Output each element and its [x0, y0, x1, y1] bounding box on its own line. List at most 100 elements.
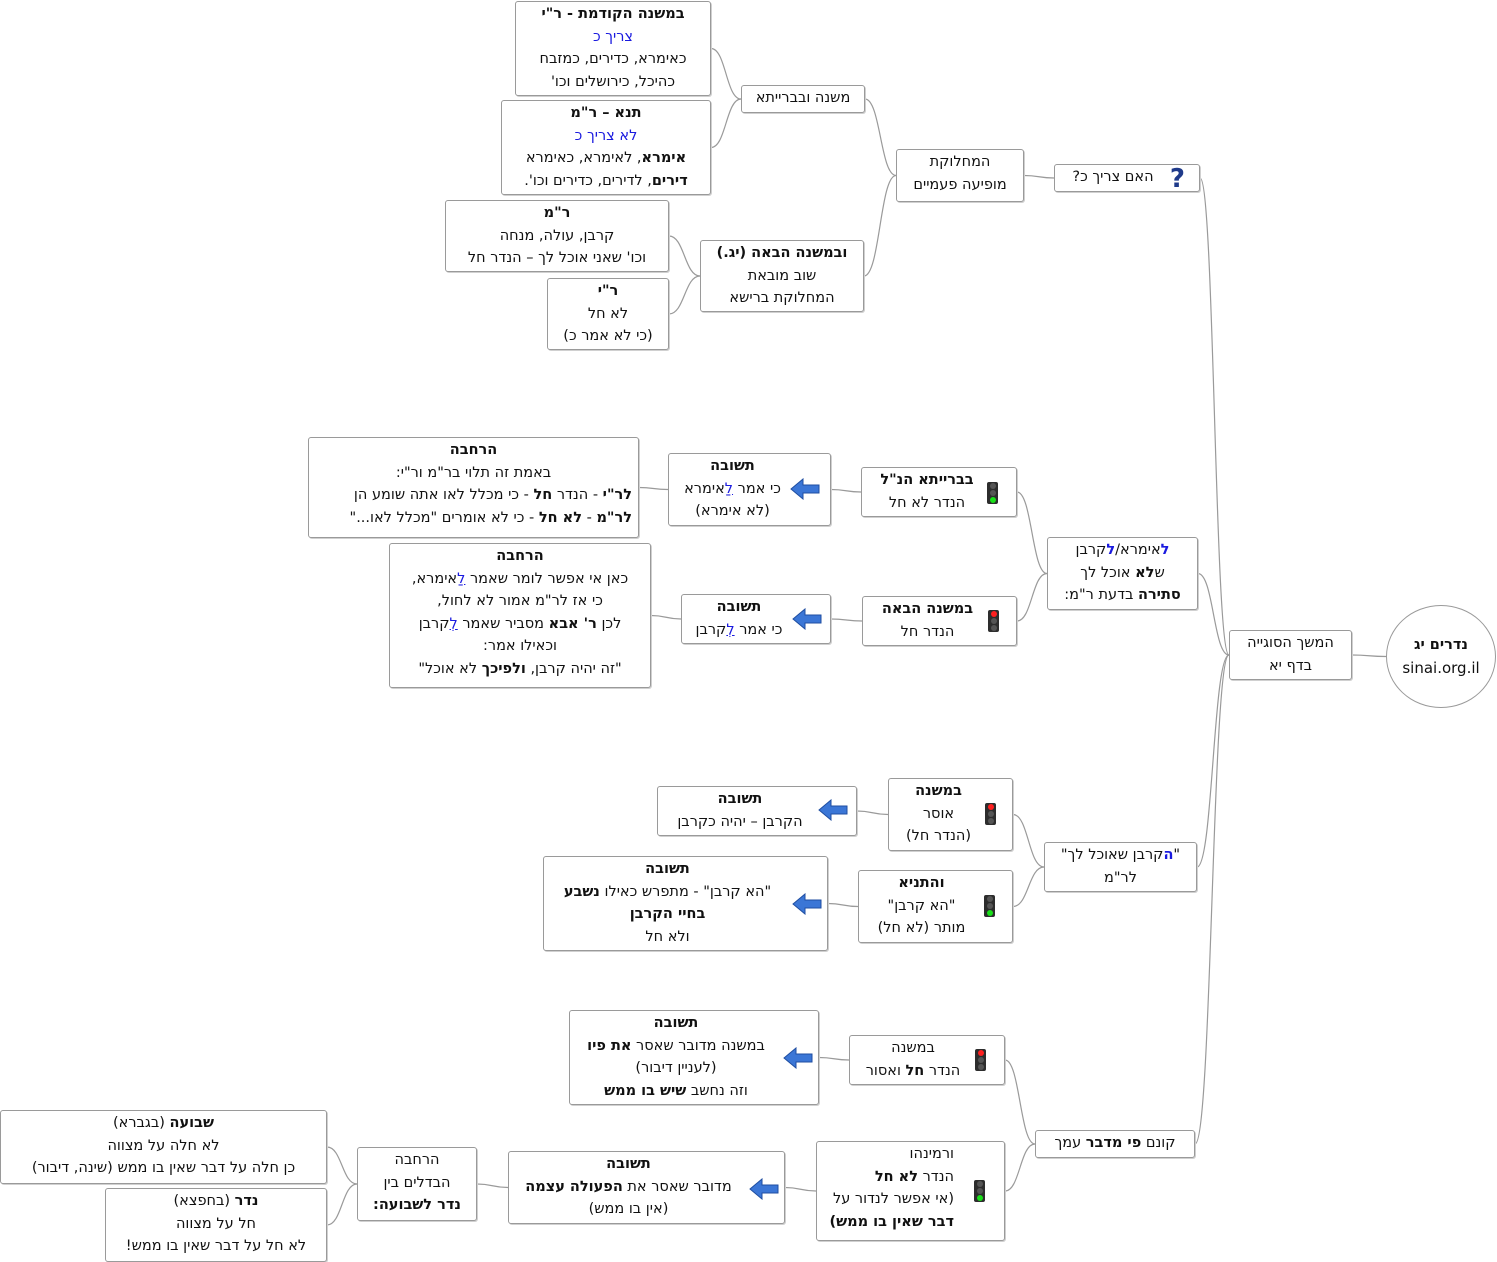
contra-l1b: אימרא/	[1115, 542, 1161, 558]
topic-baraita-not-valid[interactable]: בברייתא הנ"ל הנדר לא חל	[861, 467, 1017, 517]
topic-prev-mishna-ry[interactable]: במשנה הקודמת - ר"י צריך כ כאימרא, כדירים…	[515, 1, 711, 96]
veraminhu-l3: (אי אפשר לנדור על	[832, 1191, 954, 1207]
neder-l3: לא חל על דבר שאין בו ממש!	[125, 1238, 307, 1254]
topic-answer-kekorban[interactable]: תשובה הקרבן – יהיה כקרבן	[657, 786, 857, 836]
mishna-vf-l1: במשנה	[891, 1040, 935, 1056]
exp2-l4a: לכן	[596, 615, 622, 632]
topic-contradiction[interactable]: לאימרא/לקרבן שלא אוכל לך סתירה בדעת ר"מ:	[1047, 537, 1198, 610]
exp2-l2c: אימרא,	[411, 570, 458, 587]
connector-topic-answer-laimra-to-topic-expansion-rm-ry	[638, 486, 669, 491]
connector-topic-answer-action-to-topic-differences	[476, 1183, 509, 1189]
topic-answer-lekorban[interactable]: תשובה כי אמר לְקרבן	[681, 594, 831, 644]
question-mark-icon: ?	[1169, 164, 1185, 192]
answer-lekorban-l2a: כי אמר	[734, 621, 783, 638]
traffic-light-red-icon	[985, 803, 996, 825]
topic-mishna-baraita[interactable]: משנה ובברייתא	[741, 85, 865, 113]
answer-laimra-l1: תשובה	[710, 458, 755, 474]
contra-l3b: בדעת ר"מ:	[1064, 587, 1138, 603]
shevua-l3: כן חלה על דבר שאין בו ממש (שינה, דיבור)	[31, 1160, 296, 1176]
ry-l1: ר"י	[597, 283, 619, 299]
connector-center-topic-to-topic-contradiction	[1197, 572, 1230, 656]
topic-answer-action[interactable]: תשובה מדובר שאסר את הפעולה עצמה (אין בו …	[508, 1151, 785, 1224]
topic-next-mishna-valid[interactable]: במשנה הבאה הנדר חל	[862, 596, 1017, 646]
left-arrow-icon	[749, 1178, 779, 1200]
left-arrow-icon	[818, 799, 848, 821]
answer-et-piv-l4a: וזה נחשב	[686, 1082, 748, 1099]
connector-center-topic-to-topic-hakorban	[1196, 654, 1230, 868]
topic-next-mishna[interactable]: ובמשנה הבאה (יג.) שוב מובאת המחלוקת בריש…	[700, 240, 864, 312]
topic-mishna-forbidden[interactable]: במשנה אוסר (הנדר חל)	[888, 778, 1013, 851]
ry-l2: לא חל	[587, 305, 629, 322]
ry-l3: (כי לא אמר כ)	[563, 328, 653, 344]
contra-l2a: ש	[1154, 564, 1165, 581]
neder-l1b: (בחפצא)	[173, 1193, 235, 1209]
answer-ha-korban-l2a: "הא קרבן" - מתפרש כאילו	[599, 883, 772, 900]
topic-hakorban[interactable]: "הקרבן שאוכל לך" לר"מ	[1044, 842, 1197, 892]
left-arrow-icon	[792, 608, 822, 630]
answer-kekorban-l2: הקרבן – יהיה כקרבן	[677, 813, 803, 830]
traffic-light-red-icon	[988, 610, 999, 632]
tana-l2: לא צריך כ	[574, 127, 638, 144]
next-mishna-valid-l2: הנדר חל	[900, 623, 955, 640]
prev-mishna-l1: במשנה הקודמת - ר"י	[541, 6, 685, 22]
topic-rm-korban[interactable]: ר"מ קרבן, עולה, מנחה וכו' שאני אוכל לך –…	[445, 200, 669, 272]
topic-konam-pi[interactable]: קונם פי מדבר עמך	[1035, 1130, 1195, 1158]
topic-expansion-rabbi-aba[interactable]: הרחבה כאן אי אפשר לומר שאמר לַאימרא, כי …	[389, 543, 651, 688]
center-topic[interactable]: המשך הסוגייה בדף יא	[1229, 630, 1352, 680]
mishna-forbidden-l3: (הנדר חל)	[905, 828, 972, 844]
topic-answer-laimra[interactable]: תשובה כי אמר לַאימרא (לא אימרא)	[668, 453, 831, 526]
connector-topic-hakorban-to-topic-mishna-forbidden	[1012, 813, 1045, 868]
topic-neder[interactable]: נדר (בחפצא) חל על מצווה לא חל על דבר שאי…	[105, 1188, 327, 1262]
connector-topic-mishna-valid-forbidden-to-topic-answer-et-piv	[818, 1056, 850, 1061]
root-site: sinai.org.il	[1402, 658, 1480, 677]
veraminhu-l2b: לא חל	[874, 1168, 918, 1185]
veraminhu-l4: דבר שאין בו ממש)	[829, 1213, 954, 1230]
vehatnia-l2: "הא קרבן"	[887, 897, 956, 914]
answer-laimra-l2a: כי אמר	[733, 480, 781, 497]
topic-dispute-twice[interactable]: המחלוקת מופיעה פעמיים	[896, 149, 1024, 202]
exp2-l5: וכאילו אמר:	[483, 638, 557, 654]
connector-topic-contradiction-to-topic-next-mishna-valid	[1016, 572, 1048, 622]
connector-topic-vehatnia-to-topic-answer-ha-korban	[827, 902, 859, 908]
mishna-baraita-label: משנה ובברייתא	[755, 90, 851, 106]
answer-laimra-l2b: לַ	[724, 480, 734, 497]
connector-topic-mishna-forbidden-to-topic-answer-kekorban	[856, 810, 889, 816]
topic-expansion-rm-ry[interactable]: הרחבה באמת זה תלוי בר"מ ור"י: לר"י - הנד…	[308, 437, 639, 538]
topic-need-kaf[interactable]: האם צריך כ? ?	[1054, 164, 1200, 192]
vehatnia-l1: והתניא	[898, 875, 945, 891]
exp2-l6a: "זה יהיה קרבן,	[525, 660, 622, 677]
answer-lekorban-l2b: לְ	[726, 621, 735, 638]
exp1-l3a: לר"י	[602, 487, 632, 503]
connector-topic-contradiction-to-topic-baraita-not-valid	[1016, 491, 1048, 575]
exp2-l6c: לא אוכל"	[418, 660, 482, 677]
next-mishna-valid-l1: במשנה הבאה	[881, 601, 974, 617]
root-topic[interactable]: נדרים יג sinai.org.il	[1386, 605, 1496, 708]
hakorban-l1a: "	[1173, 847, 1181, 863]
connector-center-topic-to-topic-need-kaf	[1199, 177, 1230, 656]
answer-laimra-l3: (לא אימרא)	[695, 503, 770, 519]
mishna-forbidden-l1: במשנה	[915, 783, 962, 799]
topic-answer-ha-korban[interactable]: תשובה "הא קרבן" - מתפרש כאילו נשבע בחיי …	[543, 856, 828, 951]
left-arrow-icon	[783, 1047, 813, 1069]
topic-answer-et-piv[interactable]: תשובה במשנה מדובר שאסר את פיו (לעניין די…	[569, 1010, 819, 1105]
topic-veraminhu[interactable]: ורמינהו הנדר לא חל (אי אפשר לנדור על דבר…	[816, 1141, 1005, 1241]
topic-vehatnia[interactable]: והתניא "הא קרבן" מותר (לא חל)	[858, 870, 1013, 943]
contra-l2c: אוכל לך	[1080, 564, 1136, 581]
topic-mishna-valid-forbidden[interactable]: במשנה הנדר חל ואסור	[849, 1035, 1005, 1085]
shevua-l1b: (בגברא)	[113, 1115, 170, 1131]
answer-action-l3: (אין בו ממש)	[588, 1201, 669, 1217]
topic-tana-rm[interactable]: תנא – ר"מ לא צריך כ אימרא, לאימרא, כאימר…	[501, 100, 711, 195]
hakorban-l1c: קרבן שאוכל לך"	[1060, 847, 1164, 863]
mishna-vf-l2b: חל	[905, 1062, 925, 1079]
topic-ry-not-valid[interactable]: ר"י לא חל (כי לא אמר כ)	[547, 278, 669, 350]
contra-l2b: לא	[1135, 564, 1155, 581]
center-line2: בדף יא	[1268, 657, 1313, 674]
veraminhu-l2a: הנדר	[918, 1168, 954, 1185]
topic-shevua[interactable]: שבועה (בגברא) לא חלה על מצווה כן חלה על …	[0, 1110, 327, 1184]
topic-differences[interactable]: הרחבה הבדלים בין נדר לשבועה:	[357, 1147, 477, 1221]
exp1-l1: הרחבה	[449, 442, 498, 458]
contra-l1c: ל	[1106, 542, 1116, 558]
neder-l2: חל על מצווה	[175, 1215, 257, 1232]
neder-l1a: נדר	[234, 1193, 259, 1209]
tana-l1: תנא – ר"מ	[570, 105, 642, 121]
